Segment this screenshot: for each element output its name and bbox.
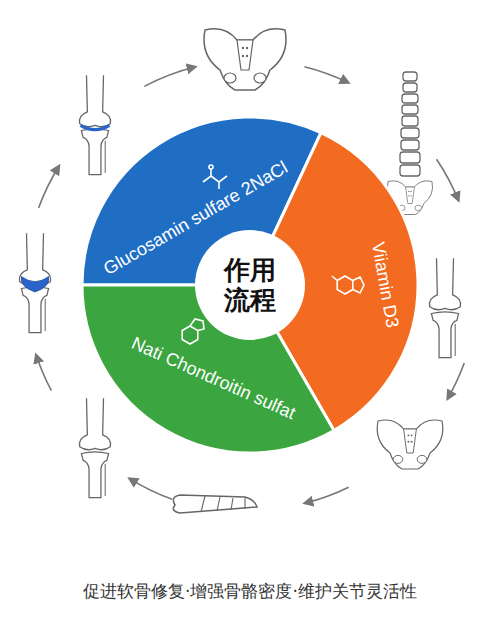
knee-right <box>429 258 460 357</box>
foot <box>173 495 257 513</box>
drawing-stroke <box>402 94 418 103</box>
drawing-stroke <box>400 165 420 176</box>
pelvis-top <box>204 29 286 90</box>
drawing-stroke <box>403 72 417 81</box>
cycle-arrow <box>304 67 348 83</box>
drawing-stroke <box>403 83 417 92</box>
center-circle: 作用 流程 <box>194 229 306 341</box>
drawing-stroke <box>204 29 286 90</box>
drawing-stroke <box>429 258 460 357</box>
drawing-stroke <box>401 140 419 150</box>
spine <box>387 72 432 215</box>
drawing-stroke <box>402 105 418 114</box>
circle-fill <box>195 230 305 340</box>
cycle-arrow <box>39 166 60 208</box>
cycle-arrows <box>36 67 464 504</box>
drawing-stroke <box>21 277 49 292</box>
drawing-stroke <box>201 496 245 512</box>
sector-label: Nati Chondroitin sulfat <box>128 332 299 424</box>
sector-label: Viiamin D3 <box>366 240 403 329</box>
drawing-stroke <box>173 495 257 513</box>
leg-bottom-left <box>79 398 110 497</box>
caption: 促进软骨修复·增强骨骼密度·维护关节灵活性 <box>0 580 500 602</box>
cycle-arrow <box>36 355 51 391</box>
drawing-stroke <box>79 75 110 174</box>
cycle-arrow <box>304 487 348 503</box>
drawing-stroke <box>402 116 418 126</box>
drawing-stroke <box>19 233 50 332</box>
cycle-arrow <box>144 67 195 87</box>
cycle-arrow <box>447 363 464 399</box>
drawing-stroke <box>401 128 419 138</box>
center-label: 作用 流程 <box>221 255 279 315</box>
cycle-arrow <box>437 159 459 201</box>
knee-top-left <box>79 75 110 174</box>
pelvis-bottom-right <box>377 420 443 469</box>
drawing-stroke <box>81 125 110 129</box>
knee-left <box>19 233 50 332</box>
drawing-stroke <box>79 398 110 497</box>
cycle-arrow <box>129 478 172 499</box>
drawing-stroke <box>400 152 420 163</box>
drawing-stroke <box>377 420 443 469</box>
